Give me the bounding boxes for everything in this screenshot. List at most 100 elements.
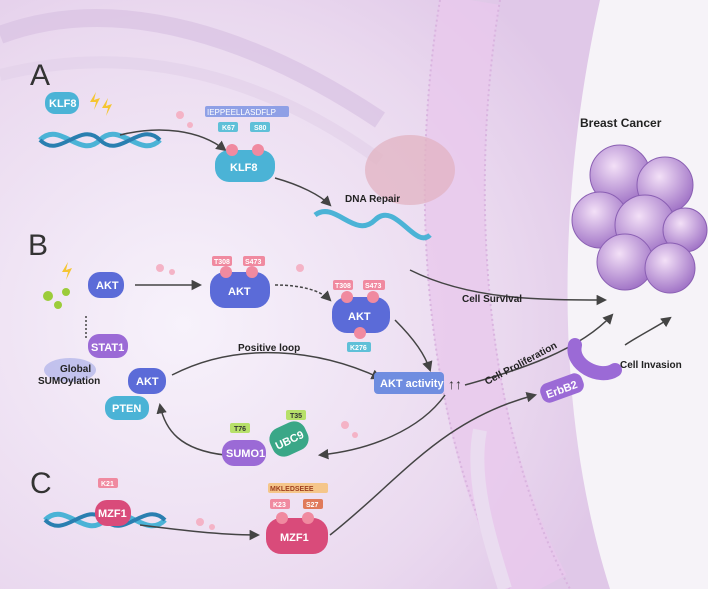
global-sumo-blob <box>44 358 96 382</box>
arrow-to-cell-survival <box>409 269 608 306</box>
phospho-site-p <box>246 266 258 278</box>
tag-k276-label: K276 <box>350 345 367 352</box>
membrane-inner-edge <box>423 0 511 589</box>
pten-protein <box>105 396 149 420</box>
phospho-site-p <box>367 291 379 303</box>
cell-survival-label: Cell Survival <box>462 294 522 305</box>
lightning-icon-b <box>62 262 72 280</box>
sumo-dot <box>296 264 304 272</box>
tag-k23-label: K23 <box>273 502 286 509</box>
tag-t308-b-label: T308 <box>335 283 351 290</box>
panel-label-b: B <box>28 229 48 262</box>
akt-sumo-protein <box>128 368 166 394</box>
sumo1-protein <box>222 440 266 466</box>
arrow-akt2-to-akt3 <box>274 284 332 302</box>
up-arrows: ↑↑ <box>448 376 462 392</box>
akt-protein-1 <box>88 272 124 298</box>
arrow-activity-to-sumo <box>317 394 446 460</box>
mzf1-main-protein <box>266 518 328 554</box>
pten-label: PTEN <box>112 403 141 415</box>
sumo-dot <box>352 432 358 438</box>
akt-1-label: AKT <box>96 280 119 292</box>
cancer-cell <box>596 233 654 291</box>
arrow-dna-to-klf8 <box>119 129 227 152</box>
tag-t308-b <box>333 280 353 290</box>
tag-t308-a <box>212 256 232 266</box>
tag-t308-a-label: T308 <box>214 259 230 266</box>
dna-helix-repair <box>313 209 432 241</box>
er-band-1 <box>0 9 385 128</box>
cancer-cell <box>644 242 696 294</box>
tag-s27-label: S27 <box>306 502 319 509</box>
tag-t76-label: T76 <box>234 426 246 433</box>
global-sumo-label-line2: SUMOylation <box>38 376 100 387</box>
tag-s473-a <box>243 256 265 266</box>
akt-protein-3 <box>332 297 390 333</box>
sumo-dot <box>169 269 175 275</box>
sumo-dot <box>176 111 184 119</box>
tag-t35-label: T35 <box>290 413 302 420</box>
arrow-mzf1-to-erbb2 <box>329 392 538 536</box>
arrow-akt3-to-activity <box>394 319 433 372</box>
tag-k67-label: K67 <box>222 125 235 132</box>
breast-cancer-title: Breast Cancer <box>580 116 662 130</box>
akt-activity-box <box>374 372 444 394</box>
mzf1-small-protein <box>95 500 131 526</box>
erbb2-receptor <box>540 373 584 403</box>
motif-bar <box>268 483 328 493</box>
arrow-positive-loop <box>171 351 382 380</box>
tag-s473-a-label: S473 <box>245 259 261 266</box>
sumo-dot <box>196 518 204 526</box>
dna-repair-label: DNA Repair <box>345 194 400 205</box>
sumo1-label: SUMO1 <box>226 448 265 460</box>
akt-sumo-label: AKT <box>136 376 159 388</box>
lightning-icon-a2 <box>102 98 112 116</box>
akt-2-label: AKT <box>228 286 251 298</box>
tag-s80 <box>250 122 270 132</box>
arrow-to-cell-proliferation <box>464 313 614 386</box>
cell-membrane <box>424 0 567 589</box>
positive-loop-label: Positive loop <box>238 343 300 354</box>
tag-k276 <box>347 342 371 352</box>
sequence-bar <box>205 106 289 117</box>
tag-k21 <box>98 478 118 488</box>
sumo-dot <box>156 264 164 272</box>
mzf1-small-label: MZF1 <box>98 508 127 520</box>
sumo-site-s <box>354 327 366 339</box>
phospho-site-p <box>341 291 353 303</box>
sumo-site-s <box>276 512 288 524</box>
panel-a-group: KLF8 IEPPEELLASDFLP K67 S80 KLF8 DNA Rep… <box>38 92 432 241</box>
arrow-to-cell-invasion <box>624 316 672 346</box>
arrow-klf8-to-dna <box>274 177 332 207</box>
stat1-label: STAT1 <box>91 342 124 354</box>
sumo-site-s <box>226 144 238 156</box>
phospho-site-p <box>220 266 232 278</box>
tag-s473-b-label: S473 <box>365 283 381 290</box>
klf8-main-label: KLF8 <box>230 162 258 174</box>
er-band-2 <box>0 56 384 165</box>
mzf1-main-label: MZF1 <box>280 532 309 544</box>
stimulus-dot <box>43 291 53 301</box>
akt-activity-label: AKT activity <box>380 378 444 390</box>
panel-label-a: A <box>30 59 50 92</box>
panel-label-c: C <box>30 467 52 500</box>
panel-b-group: AKT T308 S473 AKT T308 S473 AKT K276 STA… <box>38 256 462 466</box>
phospho-site-p <box>302 512 314 524</box>
arrow-dna-to-mzf1 <box>139 524 261 541</box>
lightning-icon-a <box>90 92 100 110</box>
sumo-dot <box>187 122 193 128</box>
mitochondrion <box>365 135 455 205</box>
arrow-sumo-to-pten <box>156 402 226 456</box>
global-sumo-label-line1: Global <box>60 364 91 375</box>
klf8-small-protein <box>45 92 79 114</box>
panel-c-group: K21 MZF1 MKLEDSEEE K23 S27 MZF1 <box>43 392 538 554</box>
sumo-dot <box>209 524 215 530</box>
breast-cancer-cell-cluster <box>571 144 708 294</box>
stimulus-dot <box>62 288 70 296</box>
motif-text: MKLEDSEEE <box>270 486 314 493</box>
membrane-outer-edge <box>483 0 571 589</box>
tag-s27 <box>303 499 323 509</box>
stat1-protein <box>88 334 128 358</box>
cell-invasion-label: Cell Invasion <box>620 360 682 371</box>
